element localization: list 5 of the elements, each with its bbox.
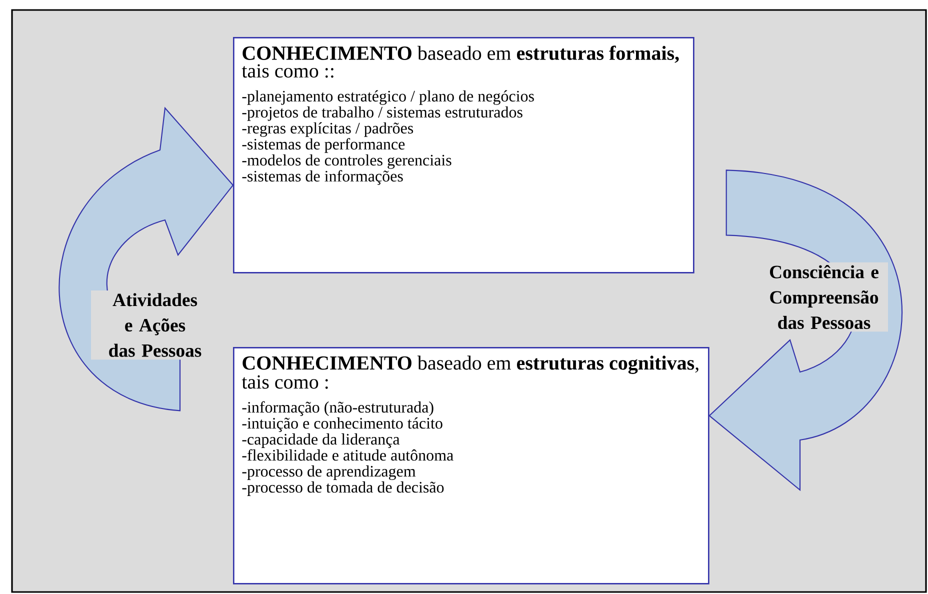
curved-arrow bbox=[708, 170, 902, 491]
text-box: CONHECIMENTO baseado em estruturas cognitivas, tais como : -informação (não-estruturada) -intuição e conhecimento tácito -capacidade da liderança -flexibilidade e atitude autônoma -processo de aprendizagem -processo de tomada de decisão bbox=[233, 347, 710, 584]
edge-label: Consciência e Compreensão das Pessoas bbox=[760, 262, 888, 332]
edge-label: Atividades e Ações das Pessoas bbox=[91, 290, 219, 360]
text-box: CONHECIMENTO baseado em estruturas formais, tais como :: -planejamento estratégico / plano de negócios -projetos de trabalho / sistemas estruturados -regras explícitas / padrões -sistemas de performance -modelos de controles gerenciais -sistemas de informações bbox=[233, 37, 694, 274]
